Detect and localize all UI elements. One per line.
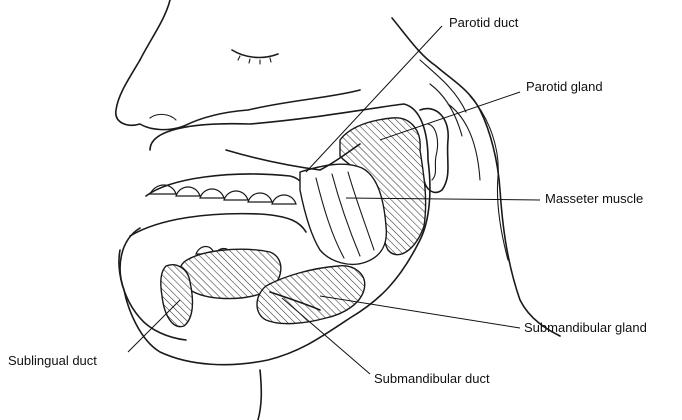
cheek-outline xyxy=(184,90,360,126)
forehead-outline xyxy=(140,0,170,60)
upper-teeth xyxy=(150,185,296,204)
label-submandibular-gland: Submandibular gland xyxy=(524,321,647,334)
sublingual-duct-body xyxy=(161,265,193,327)
label-sublingual-duct: Sublingual duct xyxy=(8,354,97,367)
lower-lip xyxy=(130,214,306,236)
closed-eye xyxy=(232,50,278,57)
label-submandibular-duct: Submandibular duct xyxy=(374,372,490,385)
neck-outline xyxy=(258,370,261,420)
leader-sublingual-duct xyxy=(128,300,180,352)
nostril xyxy=(150,114,176,120)
nose-outline xyxy=(116,60,184,130)
leader-submandibular-gland xyxy=(320,296,520,328)
label-parotid-gland: Parotid gland xyxy=(526,80,603,93)
label-parotid-duct: Parotid duct xyxy=(449,16,518,29)
label-masseter-muscle: Masseter muscle xyxy=(545,192,643,205)
leader-parotid-gland xyxy=(380,92,520,140)
